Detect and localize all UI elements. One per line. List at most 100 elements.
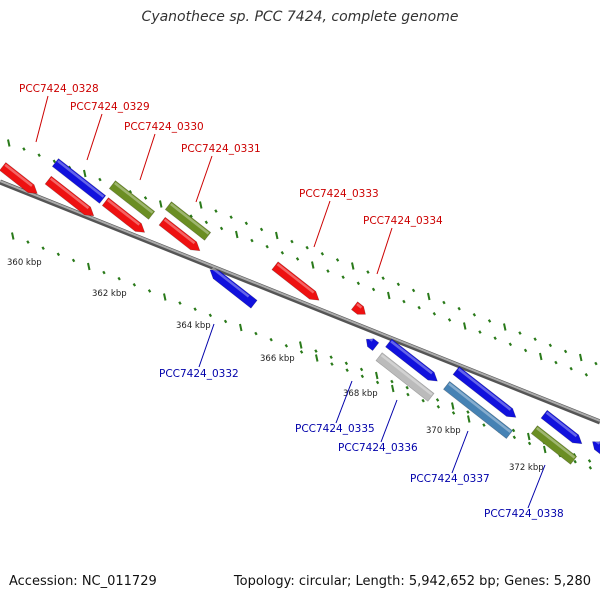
tick-mark [239,323,243,332]
leader-line [35,95,49,143]
gene-feature-pcc7424_0335[interactable] [540,409,585,447]
gene-label-pcc7424_0328[interactable]: PCC7424_0328 [19,83,99,95]
gene-label-pcc7424_0336[interactable]: PCC7424_0336 [338,442,418,454]
tick-mark [326,269,330,273]
gene-feature-pcc7424_0337[interactable] [443,380,513,440]
tick-mark [284,343,289,348]
gene-label-pcc7424_0338[interactable]: PCC7424_0338 [484,508,564,520]
tick-mark [579,353,583,362]
leader-line [86,113,103,161]
tick-mark [405,385,409,390]
tick-mark [360,374,365,379]
tick-mark [143,196,148,200]
gene-feature-pcc7424_0328[interactable] [0,162,40,197]
gene-feature-pcc7424_0338[interactable] [530,425,578,465]
tick-mark [396,282,401,287]
tick-mark [432,311,437,316]
tick-mark [447,318,452,322]
tick-mark [391,384,395,393]
tick-mark [41,246,45,251]
gene-feature-pcc7424_0329[interactable] [51,158,107,204]
tick-mark [436,404,441,409]
gene-feature-pcc7424_0328[interactable] [101,197,148,237]
tick-mark [381,276,385,281]
gene-feature-pcc7424_0333[interactable] [271,261,322,304]
gene-features [0,158,600,465]
tick-mark [235,230,239,239]
tick-mark [512,435,517,440]
tick-mark [421,398,425,403]
tick-mark [345,368,349,373]
leader-line [139,133,156,181]
tick-mark [417,305,421,310]
tick-mark [7,139,11,147]
tick-mark [193,307,197,312]
tick-mark [199,201,203,209]
tick-mark [299,341,303,349]
genome-title: Cyanothece sp. PCC 7424, complete genome [141,9,459,25]
tick-mark [527,441,532,446]
gene-feature-pcc7424_0328[interactable] [44,175,97,220]
tick-mark [71,258,76,263]
gene-label-pcc7424_0329[interactable]: PCC7424_0329 [70,101,150,113]
gene-label-pcc7424_0335[interactable]: PCC7424_0335 [295,423,375,435]
tick-mark [554,360,558,365]
gene-label-pcc7424_0331[interactable]: PCC7424_0331 [181,143,261,155]
gene-feature-pcc7424_0335[interactable] [385,338,441,385]
tick-mark [22,147,26,151]
leader-line [451,430,469,474]
tick-mark [366,270,370,274]
gene-label-pcc7424_0337[interactable]: PCC7424_0337 [410,473,490,485]
tick-mark [587,459,592,463]
leader-line [335,380,353,424]
scale-label: 360 kbp [7,258,42,268]
gene-feature-pcc7424_0330[interactable] [108,180,156,220]
gene-label-pcc7424_0333[interactable]: PCC7424_0333 [299,188,379,200]
leader-line [195,155,213,203]
tick-mark [351,262,355,270]
gene-feature-pcc7424_0332[interactable] [207,266,258,309]
tick-mark [98,177,102,182]
backbone-highlight [0,180,600,422]
genome-stats-text: Topology: circular; Length: 5,942,652 bp… [233,574,591,589]
tick-mark [56,252,61,257]
tick-mark [204,220,209,225]
tick-mark [299,350,304,354]
tick-mark [87,262,91,271]
tick-mark [478,330,482,334]
tick-mark [463,322,467,330]
tick-mark [132,282,137,287]
tick-mark [214,209,218,213]
tick-mark [356,281,361,286]
leader-line [527,464,546,509]
tick-mark [178,301,182,305]
tick-mark [573,459,577,464]
gene-label-pcc7424_0332[interactable]: PCC7424_0332 [159,368,239,380]
gene-feature-pcc7424_0331[interactable] [164,201,212,241]
tick-mark [269,337,273,342]
scale-label: 372 kbp [509,463,544,473]
tick-mark [435,398,440,402]
tick-mark [588,465,593,470]
gene-feature-pcc7424_0336[interactable] [375,352,435,402]
tick-mark [548,343,553,348]
genome-backbone [0,179,600,425]
tick-mark [147,289,152,293]
tick-mark [229,215,233,220]
gene-feature-pcc7424_0334[interactable] [350,301,368,319]
tick-mark [427,292,431,301]
tick-mark [487,319,492,323]
tick-mark [457,306,461,311]
scale-label: 368 kbp [343,389,378,399]
tick-mark [265,244,269,249]
gene-feature-pcc7424_0335[interactable] [363,335,380,352]
gene-label-pcc7424_0334[interactable]: PCC7424_0334 [363,215,443,227]
gene-feature-pcc7424_0328[interactable] [158,216,203,254]
tick-mark [314,349,318,353]
tick-mark [533,337,537,342]
tick-mark [244,221,249,226]
gene-feature-pcc7424_0335[interactable] [589,438,600,455]
gene-feature-pcc7424_0335[interactable] [452,366,519,422]
gene-label-pcc7424_0330[interactable]: PCC7424_0330 [124,121,204,133]
